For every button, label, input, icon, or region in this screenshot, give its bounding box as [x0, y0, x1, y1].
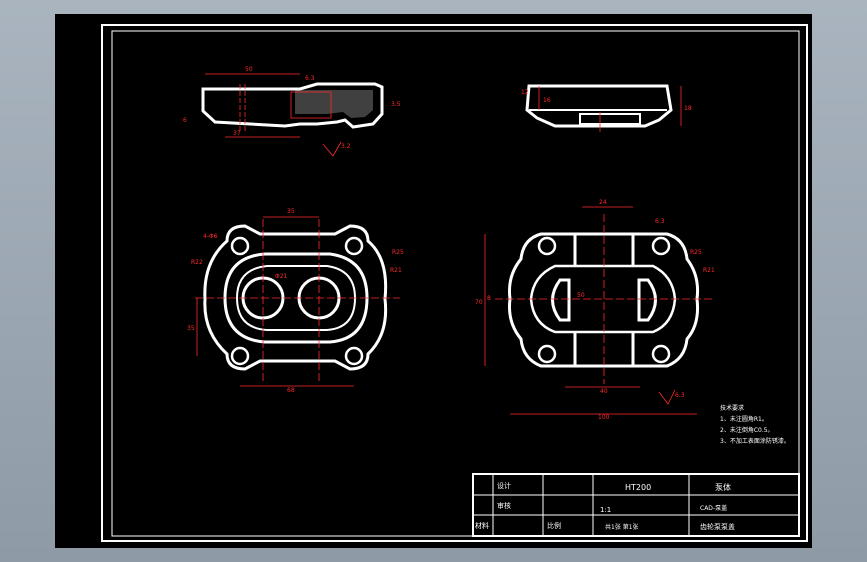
dim-top: 24	[599, 199, 607, 206]
title-block-text: 设计 审核 比例 材料 HT200 泵体 齿轮泵泵盖 共1张 第1张 1:1 C…	[475, 481, 735, 531]
roughness-bottom: 3.2	[341, 143, 351, 150]
top-left-section-view: 50 37 6 3.5 6.3 3.2	[183, 66, 401, 157]
dim-bottom: 68	[287, 387, 295, 394]
hole-label: 4-Φ6	[203, 233, 218, 240]
dim-left-small: 8	[487, 295, 491, 302]
dim-step: 12	[521, 89, 529, 96]
title-block	[472, 473, 800, 537]
bottom-left-plan-view: 35 68 35 4-Φ6 R22 R25 R21 Φ21	[187, 208, 404, 394]
tb-reviewer: 审核	[497, 501, 511, 510]
note-2: 2、未注倒角C0.5。	[720, 426, 774, 434]
tb-code: CAD-泵盖	[700, 504, 727, 512]
radius-right-lower: R21	[390, 267, 402, 274]
dim-bottom-inner: 40	[600, 388, 608, 395]
tb-sheet: 共1张 第1张	[605, 523, 639, 531]
dim-left: 70	[475, 299, 483, 306]
tb-designer: 设计	[497, 481, 511, 490]
tb-material: HT200	[625, 483, 651, 492]
drawing-sheet: 50 37 6 3.5 6.3 3.2 16 12 18 35	[55, 14, 812, 548]
dim-bottom-outer: 100	[598, 414, 610, 421]
tb-scale-label: 比例	[547, 521, 561, 530]
note-1: 1、未注圆角R1。	[720, 415, 768, 423]
technical-notes: 技术要求 1、未注圆角R1。 2、未注倒角C0.5。 3、不加工表面涂防锈漆。	[720, 404, 790, 445]
dim-top: 35	[287, 208, 295, 215]
dim-height-left: 6	[183, 117, 187, 124]
dim-height: 16	[543, 97, 551, 104]
drawing-canvas: 50 37 6 3.5 6.3 3.2 16 12 18 35	[101, 24, 808, 542]
radius-left: R22	[191, 259, 203, 266]
dim-bottom: 37	[233, 130, 241, 137]
inner-frame	[111, 30, 800, 537]
notes-title: 技术要求	[720, 404, 744, 412]
tb-drawing-title: 齿轮泵泵盖	[700, 522, 735, 531]
dim-inner: 50	[577, 292, 585, 299]
top-right-view: 16 12 18	[521, 84, 692, 132]
dim-height-right: 3.5	[391, 101, 401, 108]
radius-upper: R25	[690, 249, 702, 256]
bottom-right-plan-view: 24 40 100 70 8 50 R25 R21 6.3 6.3	[475, 199, 715, 421]
radius-lower: R21	[703, 267, 715, 274]
roughness-top: 6.3	[655, 218, 665, 225]
tb-material-label: 材料	[475, 521, 489, 530]
tb-scale: 1:1	[600, 506, 611, 514]
dim-width: 50	[245, 66, 253, 73]
outer-frame	[101, 24, 808, 542]
bore-label: Φ21	[275, 273, 288, 280]
tb-part-name: 泵体	[715, 482, 731, 492]
dim-left: 35	[187, 325, 195, 332]
roughness-bottom: 6.3	[675, 392, 685, 399]
note-3: 3、不加工表面涂防锈漆。	[720, 437, 790, 445]
radius-right-upper: R25	[392, 249, 404, 256]
roughness-top: 6.3	[305, 75, 315, 82]
dim-right: 18	[684, 105, 692, 112]
